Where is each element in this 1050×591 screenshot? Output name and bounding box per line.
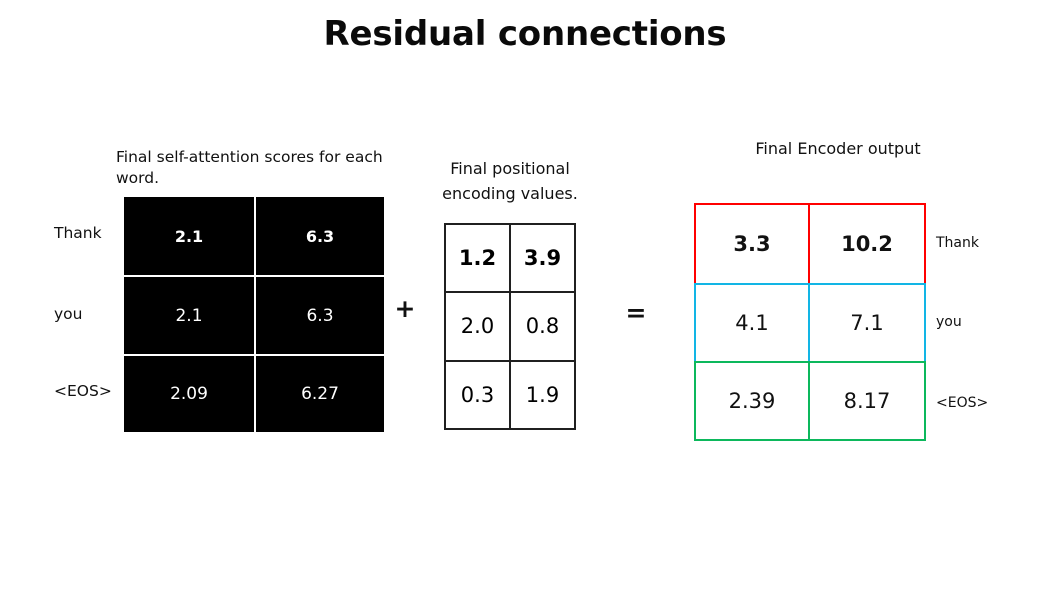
- left-row-label-thank: Thank: [54, 224, 102, 242]
- encoder-row-thank: 3.3 10.2: [694, 203, 926, 283]
- equals-operator: =: [625, 298, 647, 327]
- cell-encoder-r1c1: 7.1: [850, 311, 884, 335]
- right-row-label-thank: Thank: [936, 235, 979, 251]
- matrix-self-attention-scores: 2.1 6.3 2.1 6.3 2.09 6.27: [124, 197, 384, 432]
- cell-encoder-r1c0: 4.1: [696, 285, 810, 361]
- cell-positional-r1c0: 2.0: [446, 293, 509, 360]
- cell-attention-r0c1: 6.3: [256, 197, 384, 275]
- caption-self-attention: Final self-attention scores for each wor…: [116, 148, 383, 187]
- cell-positional-r1c1: 0.8: [511, 293, 574, 360]
- cell-encoder-r0c1: 10.2: [841, 232, 893, 256]
- cell-positional-r0c1: 3.9: [511, 225, 574, 292]
- cell-positional-r2c0: 0.3: [446, 361, 509, 428]
- cell-attention-r1c0: 2.1: [124, 277, 254, 354]
- right-row-label-eos: <EOS>: [936, 395, 989, 411]
- page-title: Residual connections: [323, 14, 727, 54]
- encoder-row-you: 4.1 7.1: [694, 283, 926, 361]
- encoder-row-eos: 2.39 8.17: [694, 361, 926, 441]
- cell-attention-r2c1: 6.27: [256, 356, 384, 432]
- right-row-label-you: you: [936, 314, 962, 330]
- cell-attention-r0c0: 2.1: [124, 197, 254, 275]
- matrix-positional-encoding: 1.2 3.9 2.0 0.8 0.3 1.9: [444, 223, 576, 430]
- plus-operator: +: [394, 294, 416, 323]
- caption-encoder-output: Final Encoder output: [755, 139, 921, 158]
- cell-attention-r1c1: 6.3: [256, 277, 384, 354]
- cell-encoder-r0c0: 3.3: [696, 205, 810, 283]
- cell-positional-r2c1: 1.9: [511, 361, 574, 428]
- matrix-encoder-output: 3.3 10.2 4.1 7.1 2.39 8.17: [694, 203, 926, 441]
- left-row-label-eos: <EOS>: [54, 382, 112, 400]
- cell-encoder-r2c0: 2.39: [696, 363, 810, 439]
- cell-attention-r2c0: 2.09: [124, 356, 254, 432]
- left-row-label-you: you: [54, 305, 83, 323]
- cell-encoder-r2c1: 8.17: [843, 389, 891, 413]
- caption-positional-encoding: Final positional encoding values.: [442, 159, 578, 203]
- cell-positional-r0c0: 1.2: [446, 225, 509, 292]
